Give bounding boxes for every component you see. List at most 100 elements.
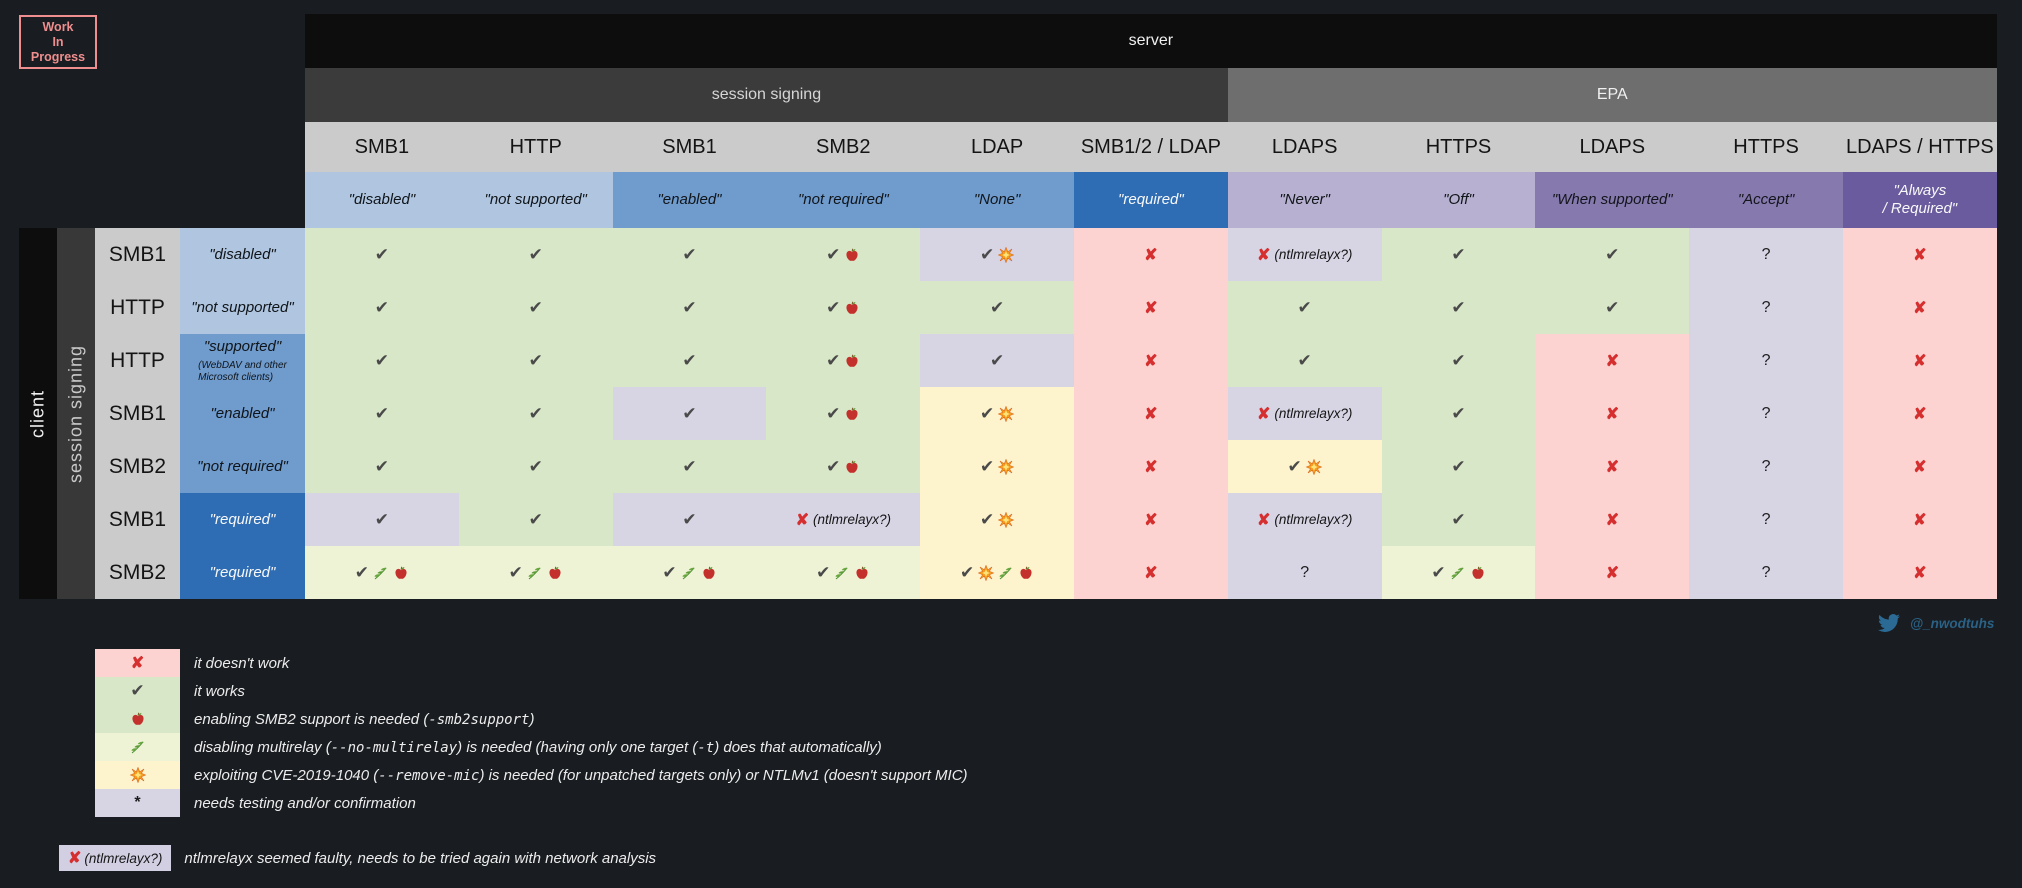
question-mark: ? <box>1300 563 1310 581</box>
matrix-cell: ✔ <box>305 228 459 281</box>
matrix-cell: ✘ <box>1842 440 1997 493</box>
matrix-cell: ✘ <box>1073 281 1228 334</box>
ntlmrelayx-note: (ntlmrelayx?) <box>1274 512 1353 527</box>
column-setting-header: "Never" <box>1227 172 1382 228</box>
column-setting-header: "Always / Required" <box>1842 172 1997 228</box>
cross-icon: ✘ <box>1605 458 1619 476</box>
matrix-cell: ✘(ntlmrelayx?) <box>1227 228 1382 281</box>
column-setting-header: "not required" <box>766 172 921 228</box>
herb-icon <box>130 741 144 754</box>
column-setting-header: "required" <box>1073 172 1228 228</box>
matrix-cell: ✘ <box>1535 334 1690 387</box>
matrix-cell: ✘(ntlmrelayx?) <box>766 493 921 546</box>
column-setting-header: "Off" <box>1381 172 1536 228</box>
check-icon: ✔ <box>374 297 390 317</box>
matrix-cell: ✘ <box>1535 387 1690 440</box>
question-mark: ? <box>1761 404 1771 422</box>
apple-icon <box>846 406 858 420</box>
matrix-cell: ✔ <box>305 493 459 546</box>
check-icon: ✔ <box>374 244 390 264</box>
check-icon: ✔ <box>130 681 145 700</box>
matrix-cell: ✘ <box>1073 387 1228 440</box>
burst-icon <box>129 767 146 783</box>
burst-icon <box>998 458 1015 475</box>
matrix-cell: ✔ <box>1535 228 1690 281</box>
column-protocol-header: SMB1/2 / LDAP <box>1073 122 1228 172</box>
matrix-cell: ✔ <box>305 387 459 440</box>
client-session-signing-label: session signing <box>57 228 95 599</box>
matrix-cell: ✘(ntlmrelayx?) <box>1227 493 1382 546</box>
check-icon: ✔ <box>826 456 841 476</box>
matrix-cell: ✔ <box>1381 440 1536 493</box>
cross-icon: ✘ <box>1913 246 1927 264</box>
column-protocol-header: HTTPS <box>1381 122 1536 172</box>
server-axis-header: server <box>305 14 1997 68</box>
row-setting-header: "not required" <box>180 440 305 493</box>
check-icon: ✔ <box>959 562 975 582</box>
check-icon: ✔ <box>1451 350 1466 370</box>
legend-row: ✔ it works <box>95 677 968 705</box>
burst-icon <box>998 405 1015 422</box>
wip-line: In <box>52 34 64 49</box>
ntlmrelayx-chip: ✘ (ntlmrelayx?) <box>59 845 172 871</box>
check-icon: ✔ <box>528 403 543 423</box>
row-setting-header: "enabled" <box>180 387 305 440</box>
matrix-cell: ✔ <box>766 440 921 493</box>
ntlmrelayx-chip-label: (ntlmrelayx?) <box>84 850 163 866</box>
matrix-cell: ✘ <box>1842 493 1997 546</box>
cross-icon: ✘ <box>1144 564 1158 582</box>
cross-icon: ✘ <box>1256 511 1271 529</box>
matrix-cell: ✘ <box>1842 281 1997 334</box>
client-axis-label: client <box>19 228 57 599</box>
column-protocol-header: LDAPS / HTTPS <box>1842 122 1997 172</box>
check-icon: ✔ <box>1287 456 1302 476</box>
matrix-cell: ? <box>1689 387 1843 440</box>
legend-text: it doesn't work <box>194 654 290 672</box>
matrix-cell: ✔ <box>458 228 613 281</box>
legend-row: exploiting CVE-2019-1040 (--remove-mic) … <box>95 761 968 789</box>
question-mark: ? <box>1761 245 1771 263</box>
matrix-cell: ✔ <box>1381 493 1536 546</box>
footnote-text: ntlmrelayx seemed faulty, needs to be tr… <box>184 849 657 867</box>
apple-icon <box>1472 565 1484 579</box>
apple-icon <box>846 300 858 314</box>
legend-row: ✘it doesn't work <box>95 649 968 677</box>
row-setting-header: "disabled" <box>180 228 305 281</box>
check-icon: ✔ <box>528 297 543 317</box>
apple-icon <box>549 565 561 579</box>
matrix-cell: ✘ <box>1535 440 1690 493</box>
server-session-signing-group-header: session signing <box>305 68 1228 122</box>
question-mark: ? <box>1761 457 1771 475</box>
matrix-cell: ✔ <box>920 440 1074 493</box>
column-protocol-header: SMB1 <box>612 122 767 172</box>
matrix-cell: ✘ <box>1842 228 1997 281</box>
check-icon: ✔ <box>979 403 995 423</box>
row-setting-header: "required" <box>180 546 305 599</box>
legend-text: it works <box>194 682 245 700</box>
matrix-cell: ✔ <box>766 387 921 440</box>
cross-icon: ✘ <box>795 511 809 529</box>
matrix-cell: ✔ <box>458 281 613 334</box>
apple-icon <box>395 565 407 579</box>
twitter-credit: @_nwodtuhs <box>1876 612 1994 634</box>
check-icon: ✔ <box>1451 509 1466 529</box>
cross-icon: ✘ <box>1605 564 1619 582</box>
matrix-cell: ✔ <box>920 493 1074 546</box>
legend-mono-flag: -smb2support <box>428 711 530 728</box>
column-protocol-header: SMB2 <box>766 122 921 172</box>
legend-swatch: * <box>95 789 180 817</box>
twitter-handle[interactable]: @_nwodtuhs <box>1910 615 1995 631</box>
check-icon: ✔ <box>826 244 841 264</box>
matrix-cell: ✔ <box>458 493 613 546</box>
column-protocol-header: LDAPS <box>1535 122 1690 172</box>
legend-swatch <box>95 733 180 761</box>
legend-row: disabling multirelay (--no-multirelay) i… <box>95 733 968 761</box>
server-epa-group-header: EPA <box>1227 68 1997 122</box>
row-setting-header: "required" <box>180 493 305 546</box>
matrix-cell: ✔ <box>1381 281 1536 334</box>
check-icon: ✔ <box>662 562 677 582</box>
matrix-cell: ✔ <box>458 387 613 440</box>
cross-icon: ✘ <box>1913 458 1927 476</box>
